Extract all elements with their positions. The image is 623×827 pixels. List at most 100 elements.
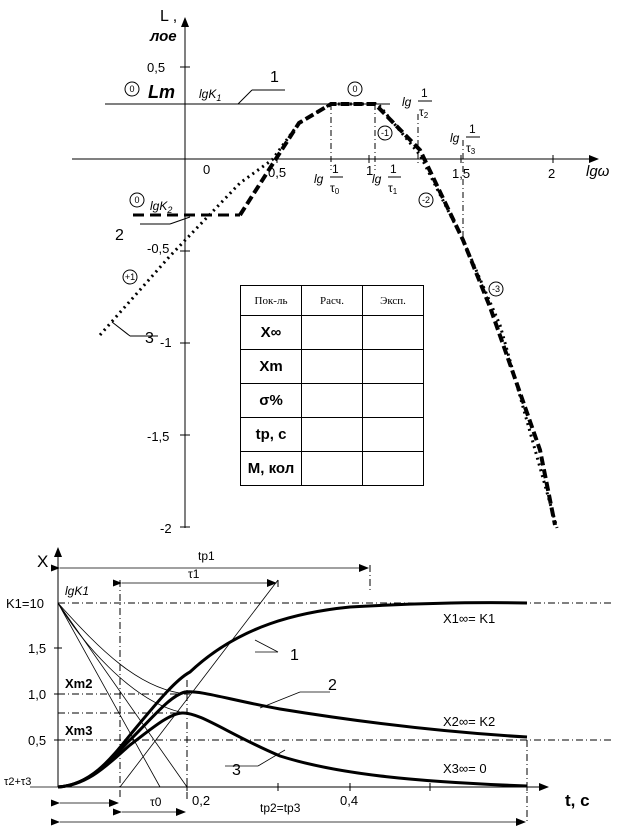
- tau0-label: τ0: [150, 795, 162, 809]
- slope-badge: 0: [347, 81, 363, 97]
- exp-cell[interactable]: [362, 451, 424, 486]
- tau23-label: τ2+τ3: [4, 776, 31, 788]
- leader-1: [237, 89, 253, 105]
- lower-curves: [57, 601, 528, 789]
- leader-3: [111, 321, 131, 337]
- x3inf-label: X3∞= 0: [443, 761, 487, 776]
- slope-badges: 0 0 0 -1 -2 -3 +1: [122, 81, 504, 297]
- svg-text:1: 1: [421, 86, 428, 100]
- svg-text:1: 1: [332, 162, 339, 176]
- y-tick-label: 0,5: [147, 60, 165, 75]
- response-3-label: 3: [232, 762, 241, 779]
- x-tick-label: 0,5: [268, 165, 286, 180]
- xm3-label: Xm3: [65, 723, 92, 738]
- row-label: Xm: [240, 349, 302, 384]
- calc-cell[interactable]: [301, 383, 363, 418]
- svg-text:τ1: τ1: [388, 181, 398, 196]
- lower-labels: X t, c K1=10 1,5 1,0 0,5 0,2 0,4 lgK1 tp…: [4, 549, 590, 815]
- upper-y-tick-labels: 0,5 -0,5 -1 -1,5 -2: [147, 60, 172, 536]
- table-row: X∞: [240, 315, 424, 350]
- row-label: tp, c: [240, 417, 302, 452]
- curve-2-label: 2: [115, 227, 124, 244]
- x2inf-label: X2∞= K2: [443, 714, 495, 729]
- tp1-label: tp1: [198, 549, 215, 563]
- slope-badge: 0: [129, 192, 145, 208]
- exp-cell[interactable]: [362, 349, 424, 384]
- response-2: [57, 690, 528, 789]
- tangent-lines: [57, 579, 330, 788]
- dimension-arrows: [30, 564, 526, 826]
- svg-text:0: 0: [352, 84, 357, 94]
- tau1-label: τ1: [188, 567, 200, 581]
- lg-tau1-label: lg 1 τ1: [372, 162, 401, 196]
- lgk1-label: lgK1: [199, 87, 221, 103]
- x1inf-label: X1∞= K1: [443, 611, 495, 626]
- response-3: [57, 711, 528, 789]
- y-tick-label: -1: [160, 335, 172, 350]
- response-2-label: 2: [328, 677, 337, 694]
- lm-label: Lm: [148, 82, 175, 102]
- curve-1-label: 1: [270, 69, 279, 86]
- table-header-row: Пок-ль Расч. Эксп.: [240, 285, 424, 316]
- calc-cell[interactable]: [301, 451, 363, 486]
- lgk2-label: lgK2: [150, 199, 172, 215]
- x-tick-label: 0: [203, 162, 210, 177]
- calc-cell[interactable]: [301, 315, 363, 350]
- slope-badge: +1: [122, 269, 138, 285]
- svg-text:τ2: τ2: [419, 105, 429, 120]
- svg-text:τ3: τ3: [466, 141, 476, 156]
- row-label: X∞: [240, 315, 302, 350]
- lg-tau3-label: lg 1 τ3: [450, 122, 480, 156]
- tangent-4: [57, 602, 188, 695]
- upper-curve-numbers: 1 2 3: [115, 69, 279, 347]
- tangent-2: [57, 602, 188, 788]
- svg-text:1: 1: [469, 122, 476, 136]
- x-tick-label: 0,4: [340, 793, 358, 808]
- tangent-1: [119, 579, 279, 788]
- svg-text:0: 0: [134, 195, 139, 205]
- svg-text:-2: -2: [422, 195, 430, 205]
- svg-text:+1: +1: [125, 272, 135, 282]
- svg-text:0: 0: [129, 84, 134, 94]
- lg-tau2-label: lg 1 τ2: [402, 86, 432, 120]
- response-1: [57, 601, 528, 789]
- calc-cell[interactable]: [301, 349, 363, 384]
- lower-y-label: X: [37, 552, 48, 571]
- table-row: tp, c: [240, 417, 424, 452]
- svg-text:lg: lg: [372, 172, 382, 186]
- leader-2: [169, 216, 191, 225]
- curve-3-label: 3: [145, 330, 154, 347]
- response-1-label: 1: [290, 647, 299, 664]
- exp-cell[interactable]: [362, 383, 424, 418]
- table-row: σ%: [240, 383, 424, 418]
- exp-cell[interactable]: [362, 315, 424, 350]
- lower-axes: [54, 547, 549, 791]
- lgk1-lower-label: lgK1: [65, 584, 89, 598]
- svg-text:lg: lg: [450, 131, 460, 145]
- upper-x-tick-labels: 0 0,5 1 1,5 2: [203, 162, 555, 181]
- x-tick-label: 2: [548, 166, 555, 181]
- upper-y-label: L ,: [160, 8, 177, 25]
- table-row: M, кол: [240, 451, 424, 486]
- y-tick-label: 1,5: [28, 641, 46, 656]
- y-tick-k1: K1=10: [6, 596, 44, 611]
- calc-cell[interactable]: [301, 417, 363, 452]
- row-label: M, кол: [240, 451, 302, 486]
- slope-badge: -1: [377, 125, 393, 141]
- svg-text:lg: lg: [402, 95, 412, 109]
- upper-x-label: lgω: [586, 163, 610, 180]
- upper-curves: [98, 102, 559, 529]
- exp-cell[interactable]: [362, 417, 424, 452]
- svg-text:-1: -1: [381, 128, 389, 138]
- table-header: Расч.: [301, 285, 363, 316]
- lg-tau0-label: lg 1 τ0: [314, 162, 343, 196]
- svg-text:-3: -3: [492, 284, 500, 294]
- upper-axes: [72, 17, 599, 528]
- svg-text:1: 1: [390, 162, 397, 176]
- svg-text:lg: lg: [314, 172, 324, 186]
- table-row: Xm: [240, 349, 424, 384]
- x-tick-label: 1,5: [452, 166, 470, 181]
- x-tick-label: 1: [366, 163, 373, 178]
